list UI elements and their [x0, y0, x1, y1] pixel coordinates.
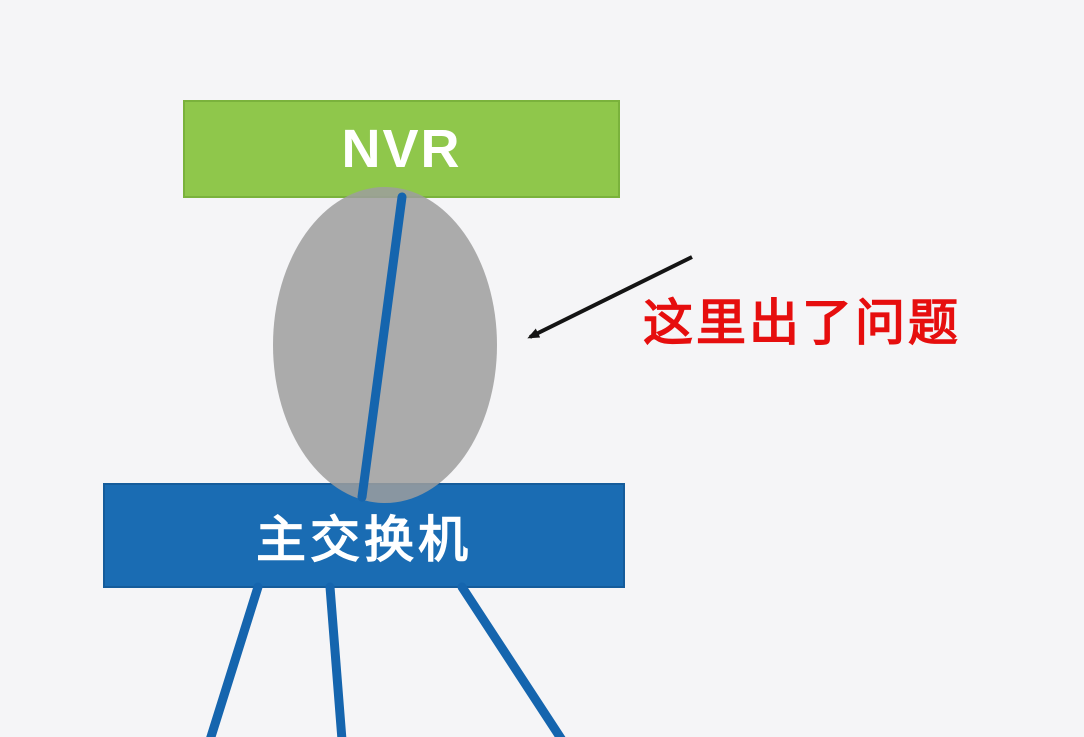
main-switch-node-label: 主交换机: [256, 511, 472, 568]
nvr-node: NVR: [183, 100, 620, 198]
main-switch-node: 主交换机: [103, 483, 625, 588]
cable-switch-downlink-1: [206, 582, 263, 737]
annotation-text: 这里出了问题: [643, 295, 961, 351]
nvr-node-label: NVR: [341, 119, 462, 179]
cable-switch-downlink-2: [325, 582, 347, 737]
problem-highlight-ellipse: [273, 187, 497, 503]
cable-nvr-to-switch: [357, 192, 407, 502]
cable-switch-downlink-3: [457, 582, 566, 737]
